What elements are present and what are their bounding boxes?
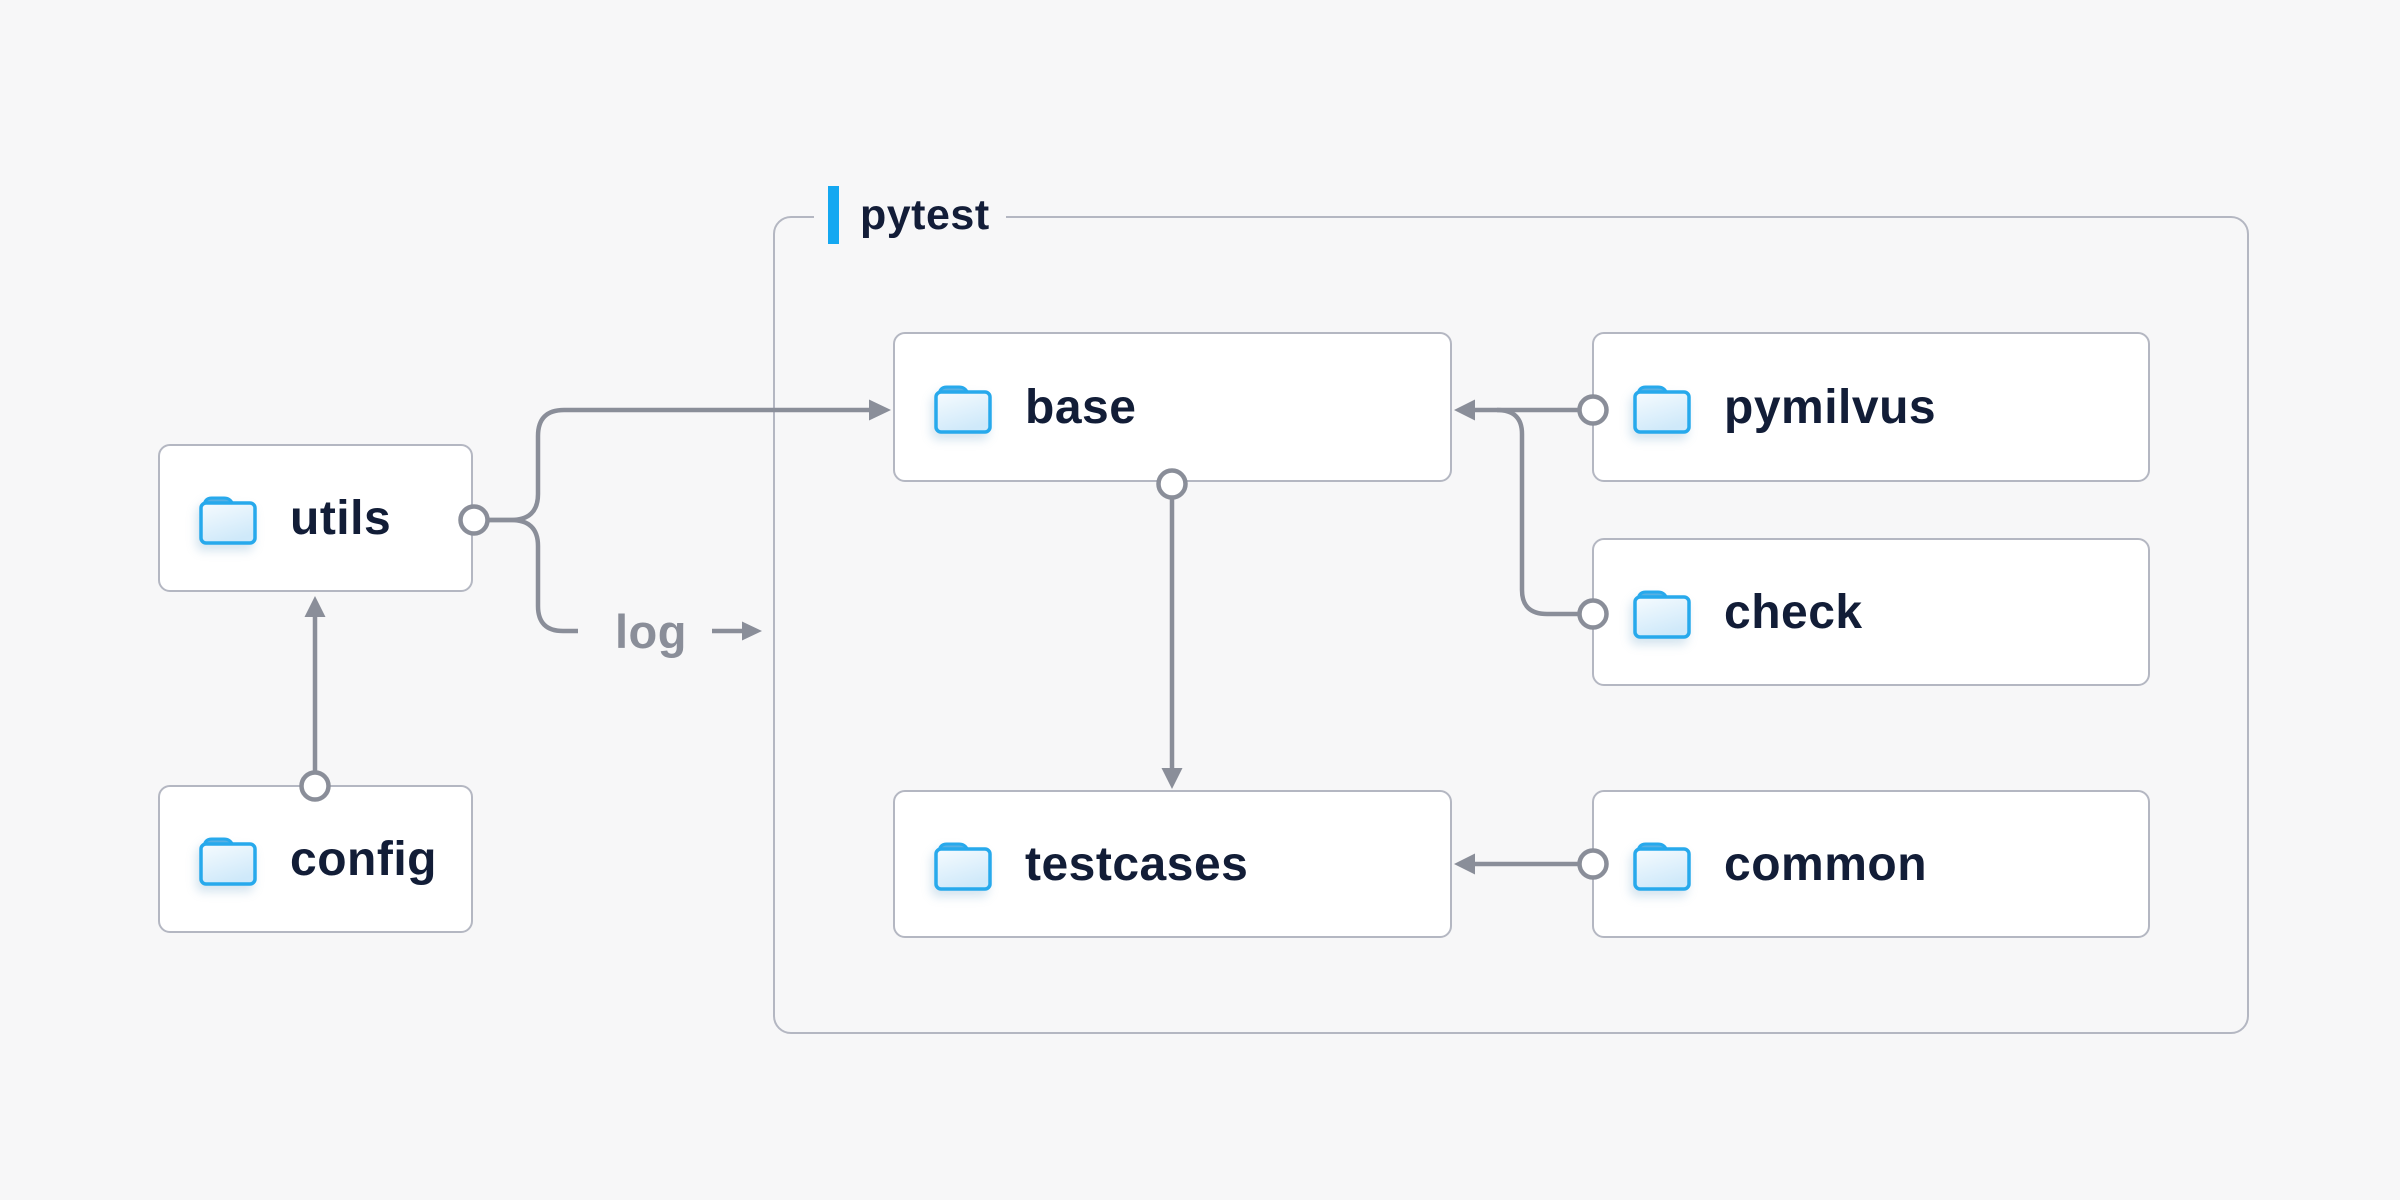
log-arrowhead bbox=[742, 621, 762, 641]
node-check: check bbox=[1592, 538, 2150, 686]
node-label: config bbox=[290, 832, 437, 886]
node-pymilvus: pymilvus bbox=[1592, 332, 2150, 482]
node-base: base bbox=[893, 332, 1452, 482]
folder-icon bbox=[1633, 842, 1691, 891]
pytest-group-box bbox=[773, 216, 2249, 1034]
node-common: common bbox=[1592, 790, 2150, 938]
pytest-group-label-text: pytest bbox=[860, 190, 990, 239]
folder-icon bbox=[199, 496, 257, 545]
node-label: check bbox=[1724, 585, 1863, 639]
arrowhead-into-utils-bottom bbox=[304, 596, 326, 617]
node-label: testcases bbox=[1025, 837, 1249, 891]
node-label: common bbox=[1724, 837, 1928, 891]
node-label: utils bbox=[290, 491, 392, 545]
edge-utils-log bbox=[488, 517, 578, 634]
node-testcases: testcases bbox=[893, 790, 1452, 938]
folder-icon bbox=[934, 385, 992, 434]
folder-icon bbox=[199, 837, 257, 886]
folder-icon bbox=[934, 842, 992, 891]
log-edge-label: log bbox=[615, 604, 687, 658]
node-utils: utils bbox=[158, 444, 473, 592]
accent-bar-icon bbox=[828, 186, 839, 244]
node-label: pymilvus bbox=[1724, 380, 1937, 434]
pytest-group-label: pytest bbox=[814, 183, 1006, 247]
node-config: config bbox=[158, 785, 473, 933]
node-label: base bbox=[1025, 380, 1137, 434]
folder-icon bbox=[1633, 385, 1691, 434]
folder-icon bbox=[1633, 590, 1691, 639]
